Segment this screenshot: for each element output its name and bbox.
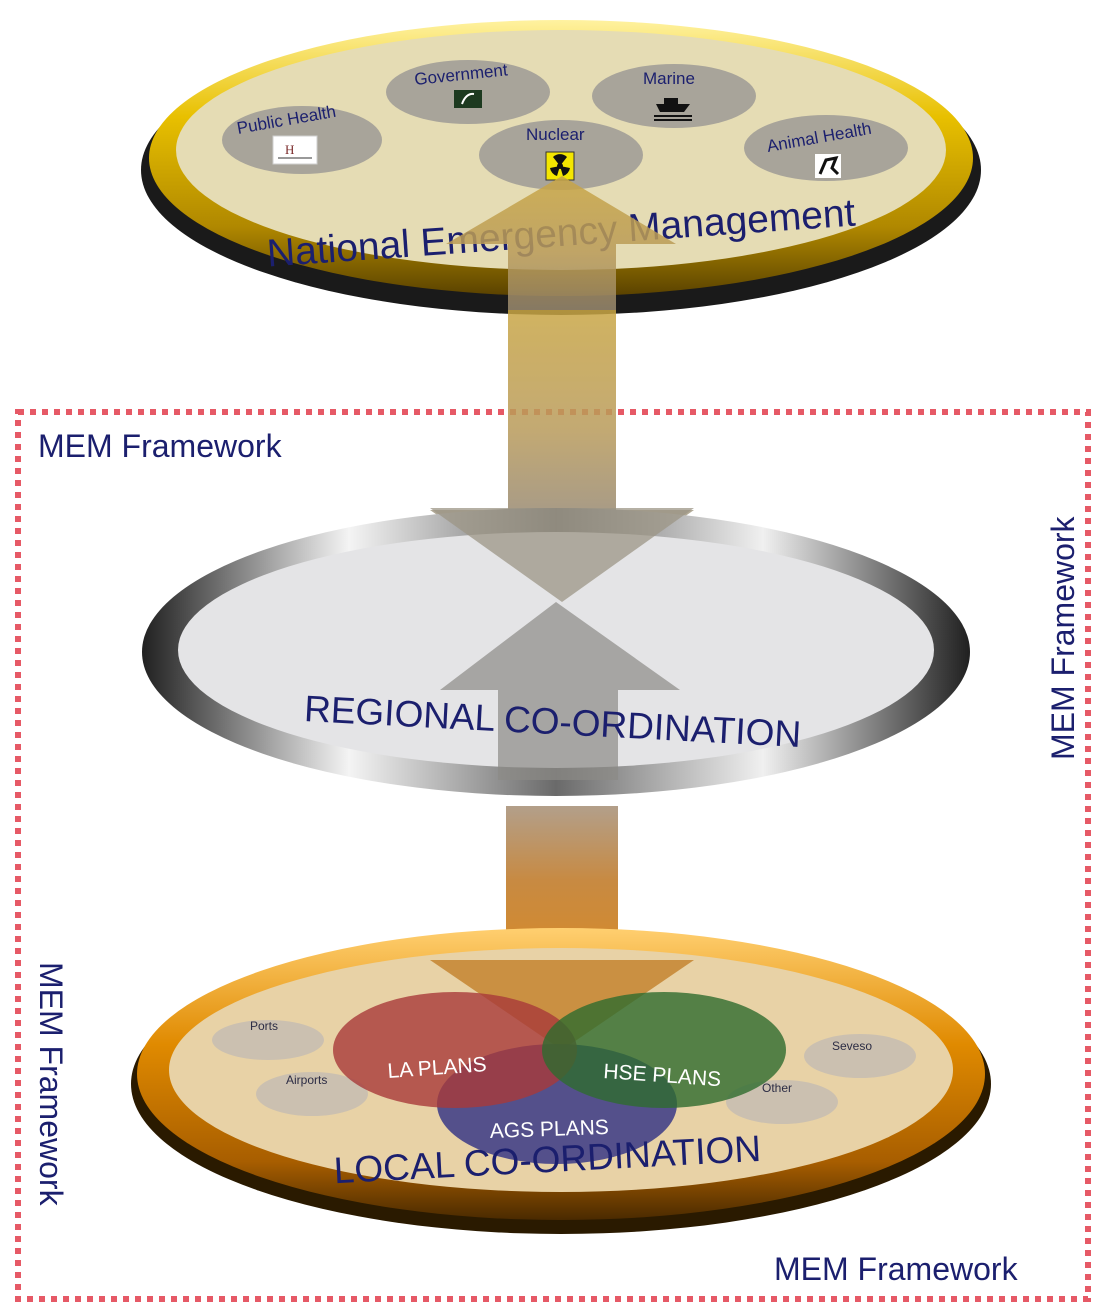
animal-health-icon — [815, 154, 841, 178]
local-level: Ports Airports Other Seveso LA PLANS HSE… — [131, 928, 991, 1234]
mem-framework-label-bottom-right: MEM Framework — [774, 1251, 1019, 1287]
site-disc — [256, 1072, 368, 1116]
site-label: Airports — [286, 1073, 327, 1087]
site-label: Seveso — [832, 1039, 872, 1053]
agency-disc — [592, 64, 756, 128]
site-seveso: Seveso — [804, 1034, 916, 1078]
regional-upward-arrow-head — [440, 602, 680, 780]
regional-downward-arrow-head — [430, 508, 694, 602]
agency-disc — [744, 115, 908, 181]
mem-framework-label-right: MEM Framework — [1045, 515, 1081, 760]
la-plans-circle — [333, 992, 577, 1108]
agency-animal-health: Animal Health — [744, 115, 908, 181]
site-airports: Airports — [256, 1072, 368, 1116]
site-label: Other — [762, 1081, 792, 1095]
regional-level: REGIONAL CO-ORDINATION — [142, 508, 970, 796]
ags-plans-label: AGS PLANS — [489, 1116, 609, 1143]
agency-marine: Marine — [592, 64, 756, 128]
agency-label: Marine — [643, 69, 695, 88]
local-arrow-head — [430, 960, 694, 1050]
mem-framework-label-left: MEM Framework — [33, 962, 69, 1207]
agency-label: Nuclear — [526, 125, 585, 144]
site-disc — [804, 1034, 916, 1078]
site-ports: Ports — [212, 1019, 324, 1060]
site-other: Other — [726, 1080, 838, 1124]
hse-logo-icon: H — [272, 135, 318, 165]
hse-plans-circle — [542, 992, 786, 1108]
government-harp-icon — [454, 90, 482, 108]
svg-text:H: H — [285, 142, 294, 157]
agency-public-health: Public Health H — [222, 102, 382, 174]
agency-government: Government — [386, 60, 550, 124]
mem-framework-label-top-left: MEM Framework — [38, 428, 283, 464]
agency-nuclear: Nuclear — [479, 120, 643, 190]
ship-icon — [654, 98, 692, 121]
site-label: Ports — [250, 1019, 278, 1033]
radiation-icon — [545, 151, 575, 181]
site-disc — [726, 1080, 838, 1124]
mem-framework-border — [15, 409, 1091, 1302]
site-disc — [212, 1020, 324, 1060]
national-level: Public Health H Government Nuclear — [141, 20, 981, 315]
